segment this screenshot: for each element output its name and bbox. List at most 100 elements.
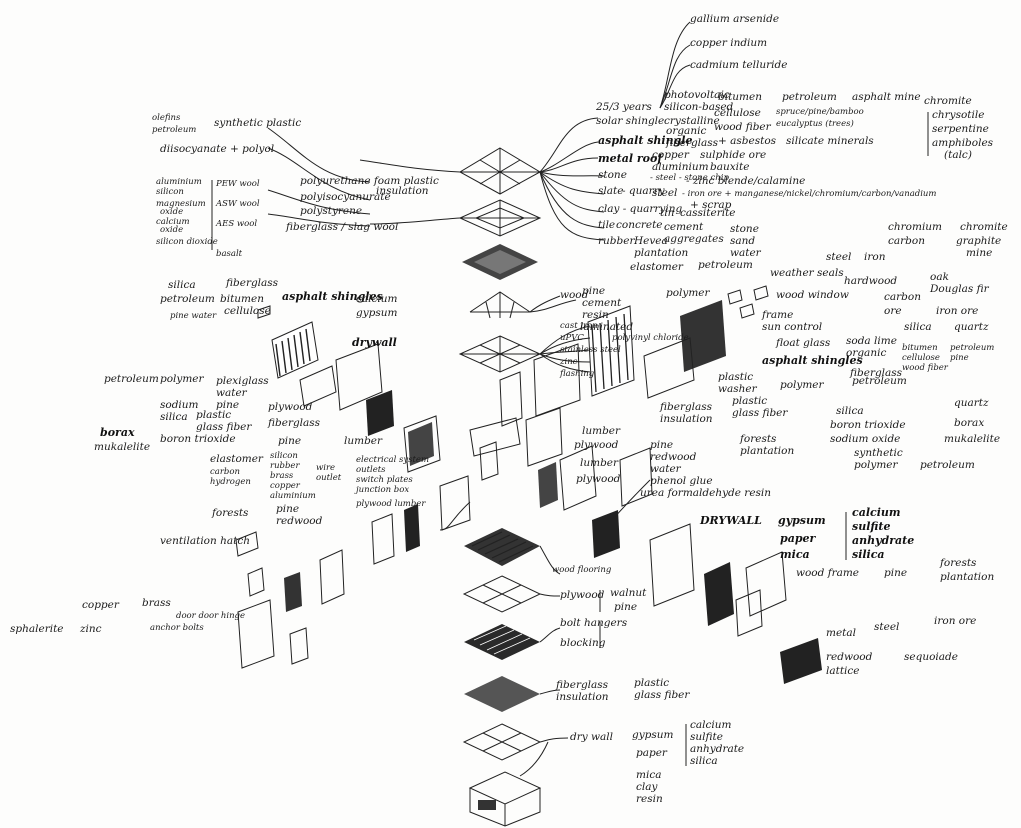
label: copper [652, 149, 690, 161]
label: oak [930, 271, 949, 283]
label: silica [168, 279, 196, 291]
label: 25/3 years [595, 101, 652, 113]
label: cellulose [714, 107, 761, 119]
label: mica [636, 769, 661, 781]
label: mica [780, 548, 810, 561]
label: borax [100, 426, 135, 439]
label: brass [270, 471, 294, 481]
label: washer [718, 383, 758, 395]
label: chromium [888, 221, 942, 233]
label: - steel - stone chip [650, 173, 729, 183]
label: carbon [210, 467, 240, 477]
label: cement [582, 297, 622, 309]
label: water [216, 387, 248, 399]
label: + asbestos [718, 135, 777, 147]
label: plantation [740, 445, 794, 457]
label: lumber [580, 457, 619, 469]
label: asphalt shingles [762, 354, 863, 367]
label: aggregates [664, 233, 724, 245]
label: fiberglass [849, 367, 903, 379]
label: plywood [268, 401, 313, 413]
label: diisocyanate + polyol [160, 143, 274, 155]
connector-lines [267, 21, 691, 777]
label: wood [560, 289, 589, 301]
label: anchor bolts [150, 623, 204, 633]
label: (talc) [944, 149, 972, 161]
label: PEW wool [215, 179, 260, 189]
label: plastic [634, 677, 669, 689]
truss [469, 291, 531, 319]
label: pine [276, 503, 299, 515]
label: - quarry [622, 185, 666, 197]
label: steel [826, 251, 851, 263]
label: oxide [160, 225, 183, 235]
label: synthetic [854, 447, 903, 459]
label: sulfite [690, 731, 723, 743]
label: sodium oxide [830, 433, 900, 445]
label: anhydrate [852, 534, 914, 547]
label: redwood [650, 451, 697, 463]
drywall-plane [462, 723, 542, 761]
label: chrysotile [932, 109, 984, 121]
label: pine [614, 601, 637, 613]
roof-deck [462, 244, 538, 280]
label: silica [690, 755, 718, 767]
label: forests [739, 433, 777, 445]
label: ventilation hatch [160, 535, 250, 547]
label: paper [636, 747, 668, 759]
label: hydrogen [210, 477, 251, 487]
label: mine [966, 247, 992, 259]
label: cellulose [902, 353, 940, 363]
label: polymer [160, 373, 205, 385]
label: copper [82, 599, 120, 611]
label: polystyrene [300, 205, 362, 217]
label: hardwood [844, 275, 897, 287]
label: calcium [156, 217, 190, 227]
label: sequoiade [904, 651, 958, 663]
label: boron trioxide [160, 433, 236, 445]
label: redwood [826, 651, 873, 663]
label: blocking [560, 637, 606, 649]
label: brass [142, 597, 171, 609]
label: bolt hangers [560, 617, 628, 629]
label: cadmium telluride [690, 59, 787, 71]
label: aluminium [270, 491, 316, 501]
labels-bottom: wood flooring plywood walnut pine bolt h… [552, 565, 744, 805]
label: silicon [270, 451, 298, 461]
label: dry wall [570, 731, 613, 743]
label: stone [730, 223, 759, 235]
label: lumber [582, 425, 621, 437]
label: polyisocyanurate [300, 191, 391, 203]
label: bitumen [902, 343, 938, 353]
label: tin [660, 207, 675, 219]
label: amphiboles [932, 137, 994, 149]
label: calcium [852, 506, 901, 519]
label: silicon [156, 187, 184, 197]
label: gypsum [632, 729, 674, 741]
label: aluminium [652, 161, 709, 173]
label: zinc [79, 623, 102, 635]
label: pine [884, 567, 907, 579]
label: fiberglass [225, 277, 279, 289]
label: petroleum [104, 373, 159, 385]
label: forests [939, 557, 977, 569]
label: plastic [196, 409, 231, 421]
label: elastomer [210, 453, 264, 465]
label: organic [846, 347, 886, 359]
label: silica [836, 405, 864, 417]
label: sun control [762, 321, 822, 333]
label: petroleum [852, 375, 907, 387]
label: pine [582, 285, 605, 297]
label: tile [598, 219, 615, 231]
ceiling [458, 335, 542, 373]
label: copper indium [690, 37, 767, 49]
label: calcium [690, 719, 732, 731]
label: fiberglass [267, 417, 321, 429]
label: rubber [598, 235, 635, 247]
label: plastic [718, 371, 753, 383]
label: eucalyptus (trees) [776, 118, 854, 129]
label: wood flooring [552, 565, 612, 575]
label: copper [270, 481, 301, 491]
label: + scrap [690, 199, 732, 211]
label: plywood lumber [356, 499, 426, 509]
